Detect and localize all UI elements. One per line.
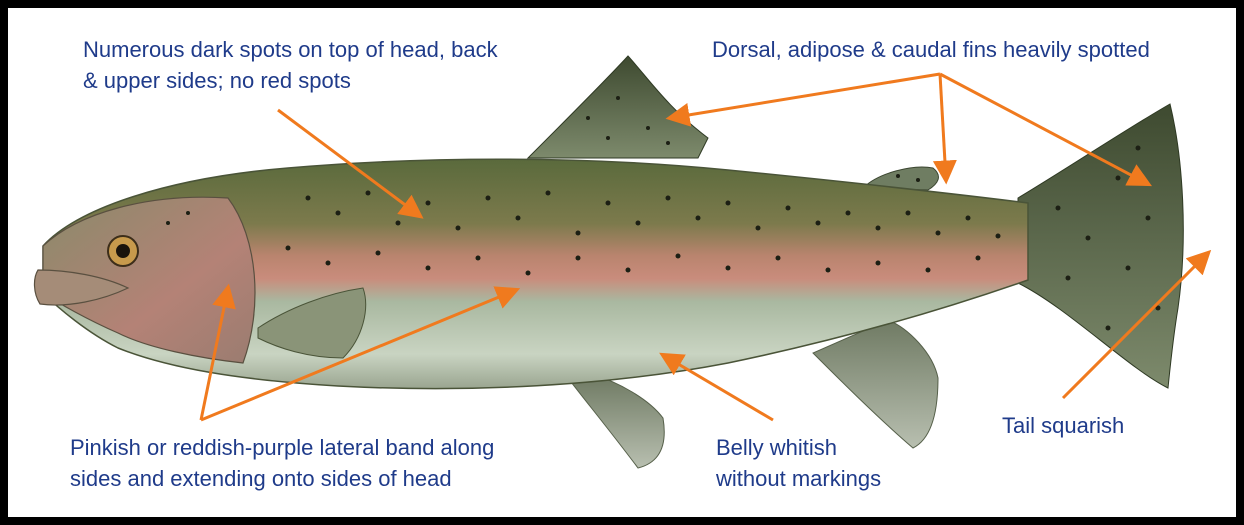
label-lateral-band: Pinkish or reddish-purple lateral band a… — [70, 432, 494, 494]
label-lateral-band-line2: sides and extending onto sides of head — [70, 463, 494, 494]
dorsal-fin — [528, 56, 708, 158]
arrow-dorsal-fin — [670, 74, 940, 118]
label-belly: Belly whitish without markings — [716, 432, 881, 494]
label-head-spots-line1: Numerous dark spots on top of head, back — [83, 34, 498, 65]
pelvic-fin — [568, 376, 664, 468]
label-tail: Tail squarish — [1002, 410, 1124, 441]
label-head-spots: Numerous dark spots on top of head, back… — [83, 34, 498, 96]
caudal-fin — [1018, 104, 1183, 388]
label-fins-spotted-line1: Dorsal, adipose & caudal fins heavily sp… — [712, 34, 1150, 65]
label-belly-line2: without markings — [716, 463, 881, 494]
figure-canvas: Numerous dark spots on top of head, back… — [8, 8, 1236, 517]
label-fins-spotted: Dorsal, adipose & caudal fins heavily sp… — [712, 34, 1150, 65]
arrow-adipose-fin — [940, 74, 946, 180]
label-head-spots-line2: & upper sides; no red spots — [83, 65, 498, 96]
label-lateral-band-line1: Pinkish or reddish-purple lateral band a… — [70, 432, 494, 463]
arrow-caudal-fin — [940, 74, 1148, 184]
label-belly-line1: Belly whitish — [716, 432, 881, 463]
label-tail-line1: Tail squarish — [1002, 410, 1124, 441]
